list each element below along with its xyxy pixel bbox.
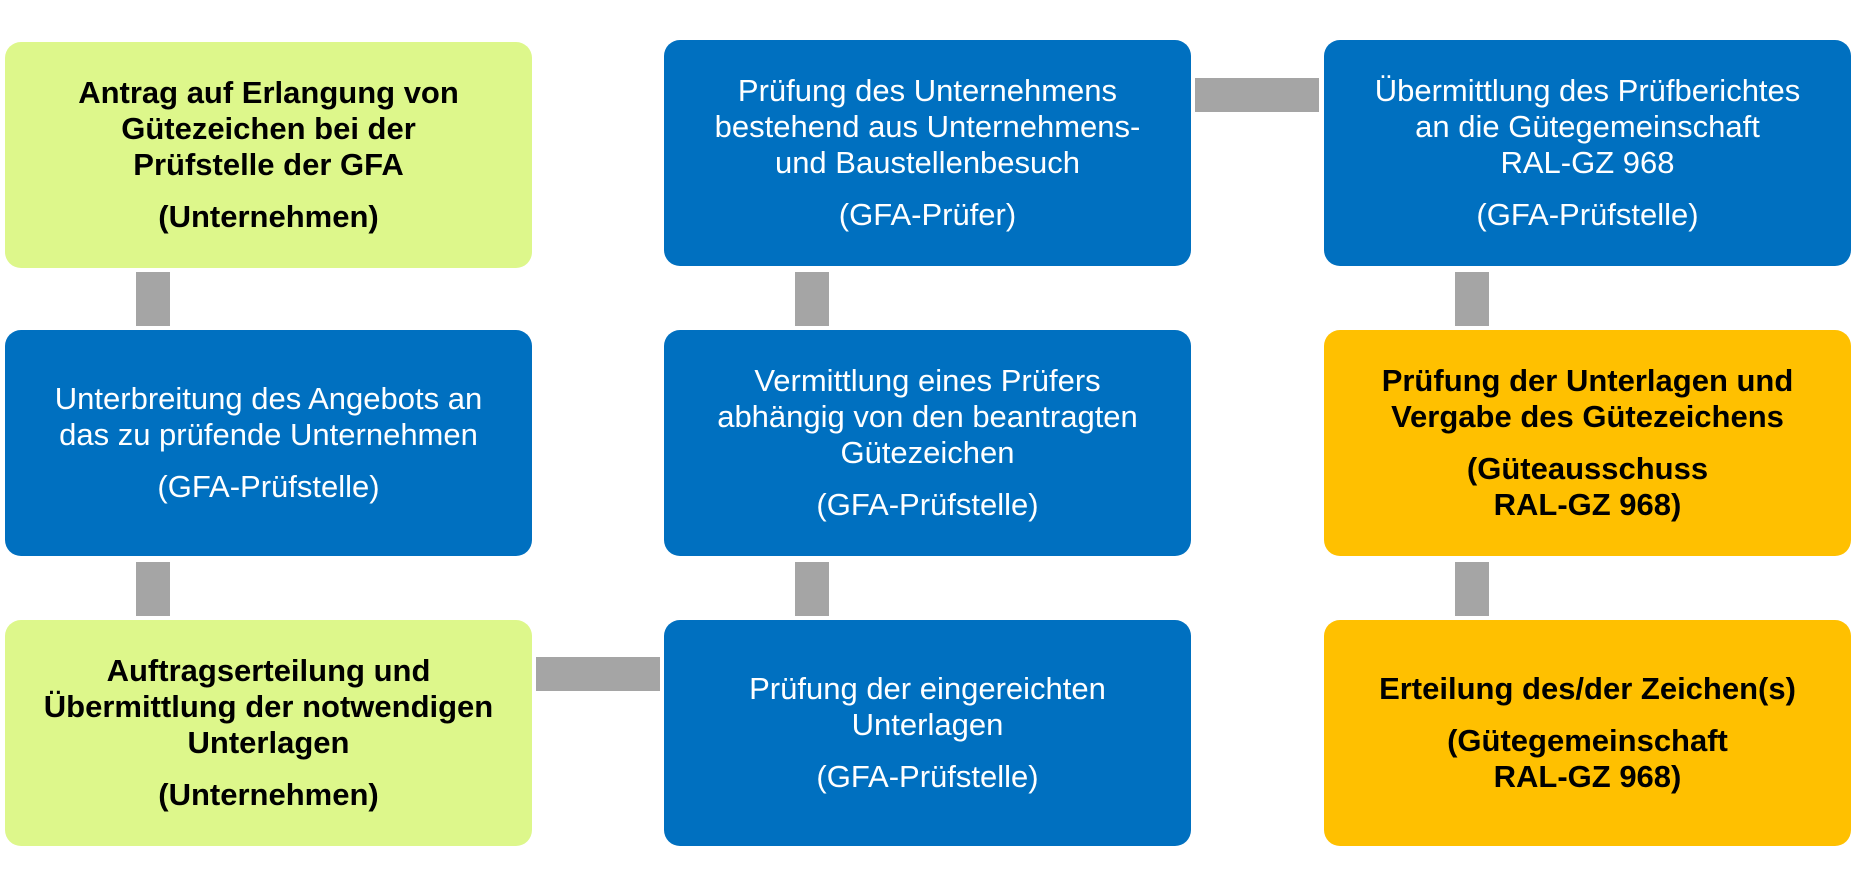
step-actor: (GFA-Prüfstelle)	[1476, 197, 1699, 232]
connector-vertical	[795, 562, 829, 616]
step-actor: (GFA-Prüfer)	[838, 197, 1017, 232]
step-actor: (Gütegemeinschaft RAL-GZ 968)	[1447, 723, 1728, 794]
step-pruefung-eingereichte-unterlagen: Prüfung der eingereichten Unterlagen (GF…	[664, 620, 1191, 846]
step-actor: (Güteausschuss RAL-GZ 968)	[1466, 451, 1709, 522]
connector-horizontal	[536, 657, 660, 691]
step-actor: (GFA-Prüfstelle)	[157, 469, 380, 504]
connector-horizontal	[1195, 78, 1319, 112]
step-text: Vermittlung eines Prüfers abhängig von d…	[717, 363, 1138, 470]
step-erteilung-zeichen: Erteilung des/der Zeichen(s) (Gütegemein…	[1324, 620, 1851, 846]
step-actor: (GFA-Prüfstelle)	[816, 759, 1039, 794]
step-text: Prüfung der Unterlagen und Vergabe des G…	[1381, 363, 1794, 434]
connector-vertical	[795, 272, 829, 326]
connector-vertical	[1455, 562, 1489, 616]
step-antrag: Antrag auf Erlangung von Gütezeichen bei…	[5, 42, 532, 268]
step-text: Erteilung des/der Zeichen(s)	[1379, 671, 1796, 706]
step-vermittlung-pruefer: Vermittlung eines Prüfers abhängig von d…	[664, 330, 1191, 556]
step-angebot: Unterbreitung des Angebots an das zu prü…	[5, 330, 532, 556]
step-auftragserteilung: Auftragserteilung und Übermittlung der n…	[5, 620, 532, 846]
step-actor: (Unternehmen)	[158, 777, 379, 812]
step-vergabe-guetezeichen: Prüfung der Unterlagen und Vergabe des G…	[1324, 330, 1851, 556]
step-text: Auftragserteilung und Übermittlung der n…	[43, 653, 494, 760]
step-uebermittlung-pruefbericht: Übermittlung des Prüfberichtes an die Gü…	[1324, 40, 1851, 266]
step-actor: (GFA-Prüfstelle)	[816, 487, 1039, 522]
step-text: Unterbreitung des Angebots an das zu prü…	[54, 381, 483, 452]
step-pruefung-des-unternehmens: Prüfung des Unternehmens bestehend aus U…	[664, 40, 1191, 266]
step-text: Übermittlung des Prüfberichtes an die Gü…	[1374, 73, 1801, 180]
connector-vertical	[136, 562, 170, 616]
connector-vertical	[136, 272, 170, 326]
connector-vertical	[1455, 272, 1489, 326]
step-text: Prüfung des Unternehmens bestehend aus U…	[714, 73, 1141, 180]
step-actor: (Unternehmen)	[158, 199, 379, 234]
step-text: Antrag auf Erlangung von Gütezeichen bei…	[78, 75, 459, 182]
step-text: Prüfung der eingereichten Unterlagen	[749, 671, 1106, 742]
